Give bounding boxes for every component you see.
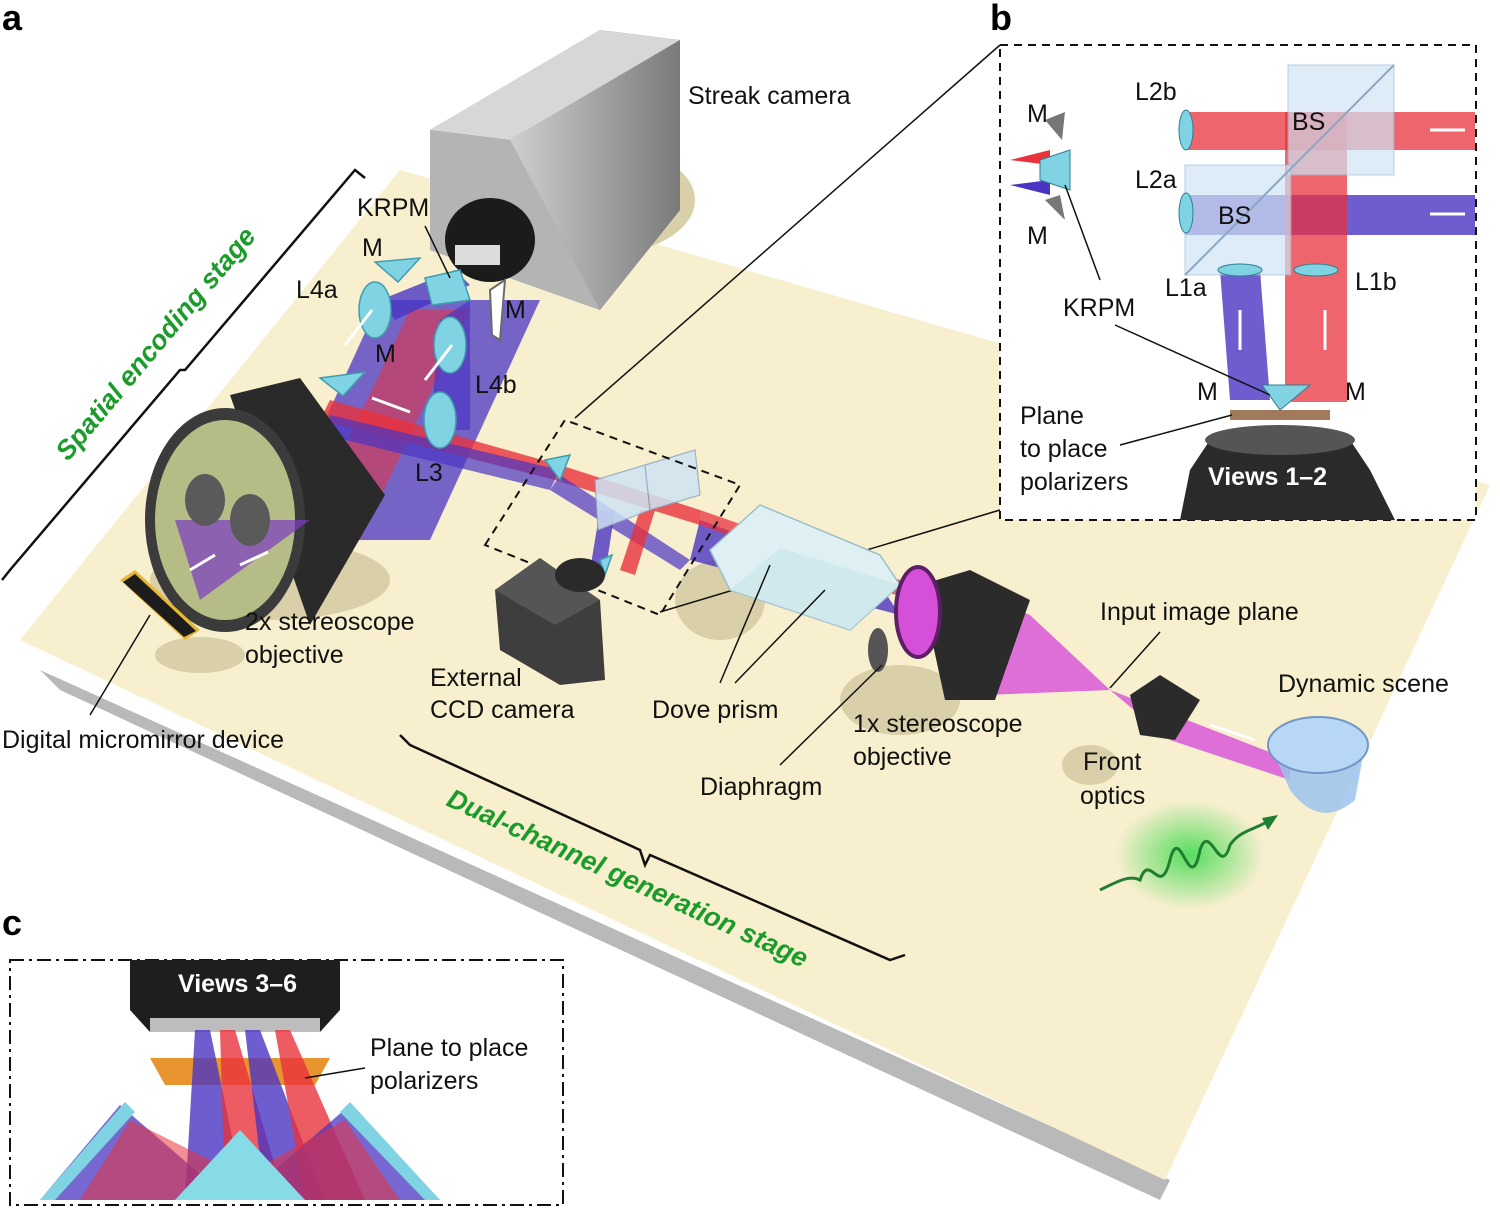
inset-b-label-krpm: KRPM	[1063, 294, 1135, 322]
beam-direction-arrows	[189, 309, 1256, 742]
inset-b-label-l1a: L1a	[1165, 274, 1207, 302]
label-l4b: L4b	[475, 371, 517, 399]
inset-b-label-bs-top: BS	[1292, 108, 1325, 136]
dynamic-scene-cuvette	[1267, 716, 1369, 813]
digital-micromirror-device	[120, 570, 200, 640]
panel-label-c: c	[2, 902, 22, 943]
panel-label-b: b	[990, 0, 1012, 38]
inset-b-label-m-left: M	[1197, 378, 1218, 406]
label-2x-objective-line2: objective	[245, 641, 344, 669]
label-diaphragm: Diaphragm	[700, 773, 822, 801]
beam-splitters	[594, 449, 701, 531]
label-dmd: Digital micromirror device	[2, 726, 284, 754]
lenses-and-mirrors	[318, 257, 614, 578]
inset-b-plane-line3: polarizers	[1020, 468, 1128, 496]
streak-camera	[430, 30, 680, 310]
inset-b-label-l2a: L2a	[1135, 166, 1177, 194]
label-l4a: L4a	[296, 276, 338, 304]
inset-b-label-l2b: L2b	[1135, 78, 1177, 106]
label-krpm: KRPM	[357, 194, 429, 222]
inset-b-label-bs-bottom: BS	[1218, 202, 1251, 230]
diaphragm	[868, 628, 888, 672]
label-1x-objective-line2: objective	[853, 743, 952, 771]
inset-c-plane-line2: polarizers	[370, 1067, 478, 1095]
label-ccd-line1: External	[430, 664, 522, 692]
label-dynamic-scene: Dynamic scene	[1278, 670, 1449, 698]
bracket-dual-stage	[399, 734, 906, 962]
inset-b-plane-line1: Plane	[1020, 402, 1084, 430]
dashed-region-b	[483, 418, 742, 617]
inset-b-views-label: Views 1–2	[1208, 463, 1327, 491]
label-input-image-plane: Input image plane	[1100, 598, 1299, 626]
inset-b-label-m-top: M	[1027, 100, 1048, 128]
stereoscope-1x-objective	[894, 565, 1030, 700]
inset-c: c Views 3–6 Plane to place polarizers	[2, 902, 564, 1206]
external-ccd-camera	[495, 558, 605, 685]
laser-pulse	[1099, 800, 1278, 910]
inset-b-label-m-bottom: M	[1027, 222, 1048, 250]
panel-label-a: a	[2, 0, 23, 38]
inset-c-views-label: Views 3–6	[178, 970, 297, 998]
inset-b-label-m-right: M	[1345, 378, 1366, 406]
label-m-right: M	[505, 296, 526, 324]
stereoscope-2x-objective	[145, 378, 385, 632]
label-front-optics-line1: Front	[1083, 748, 1141, 776]
label-front-optics-line2: optics	[1080, 782, 1145, 810]
label-l3: L3	[415, 459, 443, 487]
inset-b-plane-line2: to place	[1020, 435, 1108, 463]
bracket-spatial-stage	[1, 168, 366, 581]
inset-b-label-l1b: L1b	[1355, 268, 1397, 296]
inset-c-plane-line1: Plane to place	[370, 1034, 528, 1062]
label-streak-camera: Streak camera	[688, 82, 851, 110]
label-m-middle: M	[375, 340, 396, 368]
label-2x-objective-line1: 2x stereoscope	[245, 608, 415, 636]
inset-b: b Views 1–2 M L2b BS L2a	[990, 0, 1477, 521]
label-ccd-line2: CCD camera	[430, 696, 575, 724]
label-1x-objective-line1: 1x stereoscope	[853, 710, 1023, 738]
label-dove-prism: Dove prism	[652, 696, 778, 724]
mirror-right	[488, 278, 507, 342]
label-m-top: M	[362, 234, 383, 262]
front-optics	[1130, 675, 1200, 740]
